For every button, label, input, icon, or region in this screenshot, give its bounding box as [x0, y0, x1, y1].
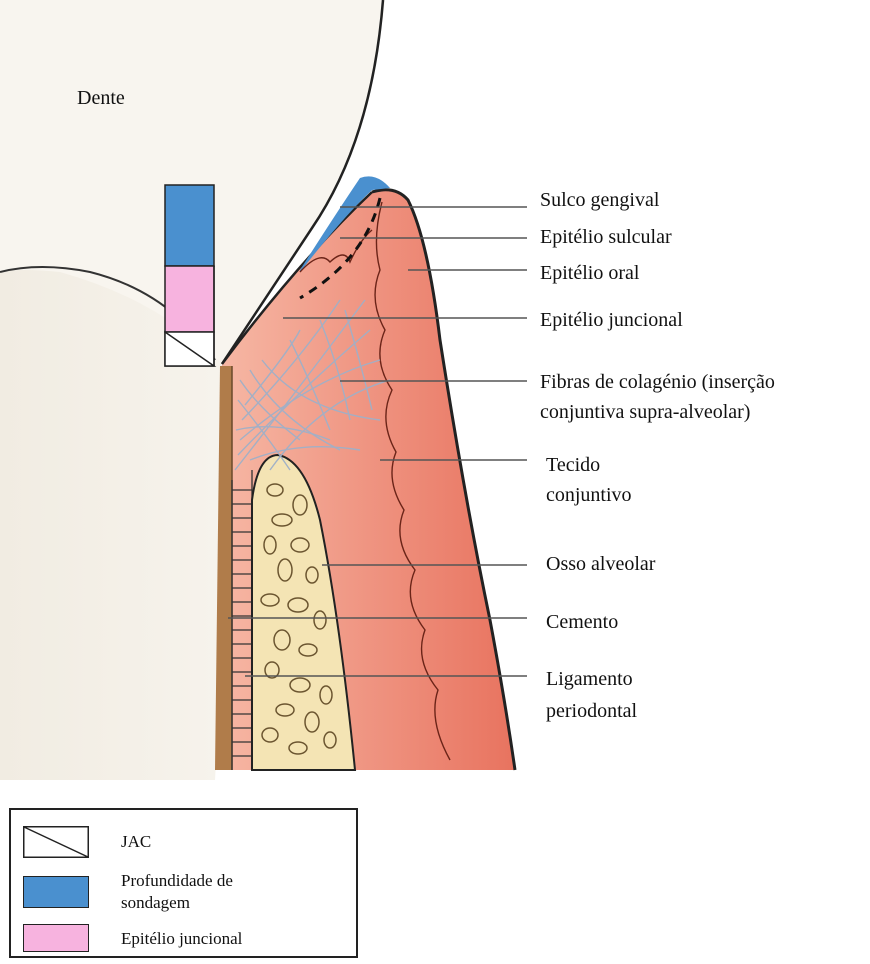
tooth-label: Dente	[77, 83, 125, 113]
label-fibras-line2: conjuntiva supra-alveolar)	[540, 397, 750, 427]
label-epitelio-juncional: Epitélio juncional	[540, 305, 683, 335]
label-epitelio-oral: Epitélio oral	[540, 258, 639, 288]
label-fibras-line1: Fibras de colagénio (inserção	[540, 367, 775, 397]
legend-jac-triangle-icon	[23, 826, 89, 858]
label-ligamento-line1: Ligamento	[546, 664, 633, 694]
legend-jac-label: JAC	[121, 831, 151, 853]
label-tecido-line2: conjuntivo	[546, 480, 632, 510]
label-tecido-line1: Tecido	[546, 450, 600, 480]
label-osso-alveolar: Osso alveolar	[546, 549, 655, 579]
label-cemento: Cemento	[546, 607, 618, 637]
label-epitelio-sulcular: Epitélio sulcular	[540, 222, 672, 252]
legend: JAC Profundidade de sondagem Epitélio ju…	[9, 808, 358, 958]
legend-junctional-label: Epitélio juncional	[121, 928, 242, 950]
probe-blue-block	[165, 185, 214, 266]
probe-pink-block	[165, 266, 214, 332]
legend-probing-swatch	[23, 876, 89, 908]
legend-probing-line1: Profundidade de	[121, 870, 233, 892]
label-sulco-gengival: Sulco gengival	[540, 185, 659, 215]
legend-probing-line2: sondagem	[121, 892, 190, 914]
label-ligamento-line2: periodontal	[546, 696, 637, 726]
legend-junctional-swatch	[23, 924, 89, 952]
